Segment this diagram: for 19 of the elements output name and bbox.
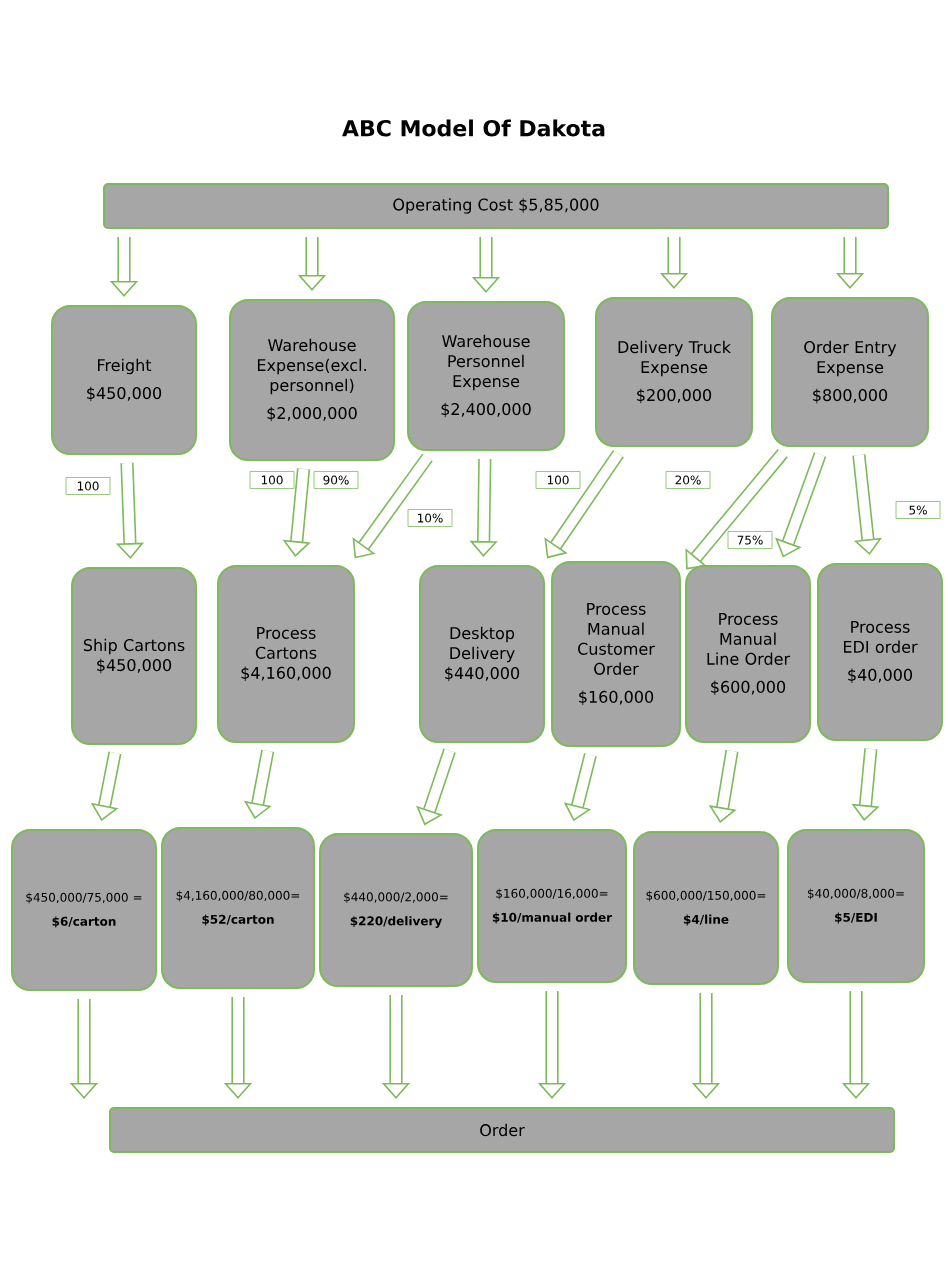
cost-bar: Order	[109, 1107, 895, 1153]
activity-box: Process Manual Line Order $600,000	[685, 565, 811, 743]
activity-box: Ship Cartons $450,000	[71, 567, 197, 745]
arrow	[416, 748, 456, 826]
arrow	[775, 452, 827, 558]
cost-box: Order Entry Expense $800,000	[771, 297, 929, 447]
activity-box: Process Cartons $4,160,000	[217, 565, 355, 743]
cost-box: Delivery Truck Expense $200,000	[595, 297, 753, 447]
activity-box: Process EDI order $40,000	[817, 563, 943, 741]
title: ABC Model Of Dakota	[342, 119, 605, 137]
cost-box: Warehouse Expense(excl. personnel) $2,000,000	[229, 299, 395, 461]
activity-box: Desktop Delivery $440,000	[419, 565, 545, 743]
arrow	[544, 449, 624, 559]
cost-box: Freight $450,000	[51, 305, 197, 455]
cost-bar: Operating Cost $5,85,000	[103, 183, 889, 229]
cost-box: Warehouse Personnel Expense $2,400,000	[407, 301, 565, 451]
arrow	[352, 453, 433, 559]
arrow	[685, 448, 788, 570]
activity-box: Process Manual Customer Order $160,000	[551, 561, 681, 747]
